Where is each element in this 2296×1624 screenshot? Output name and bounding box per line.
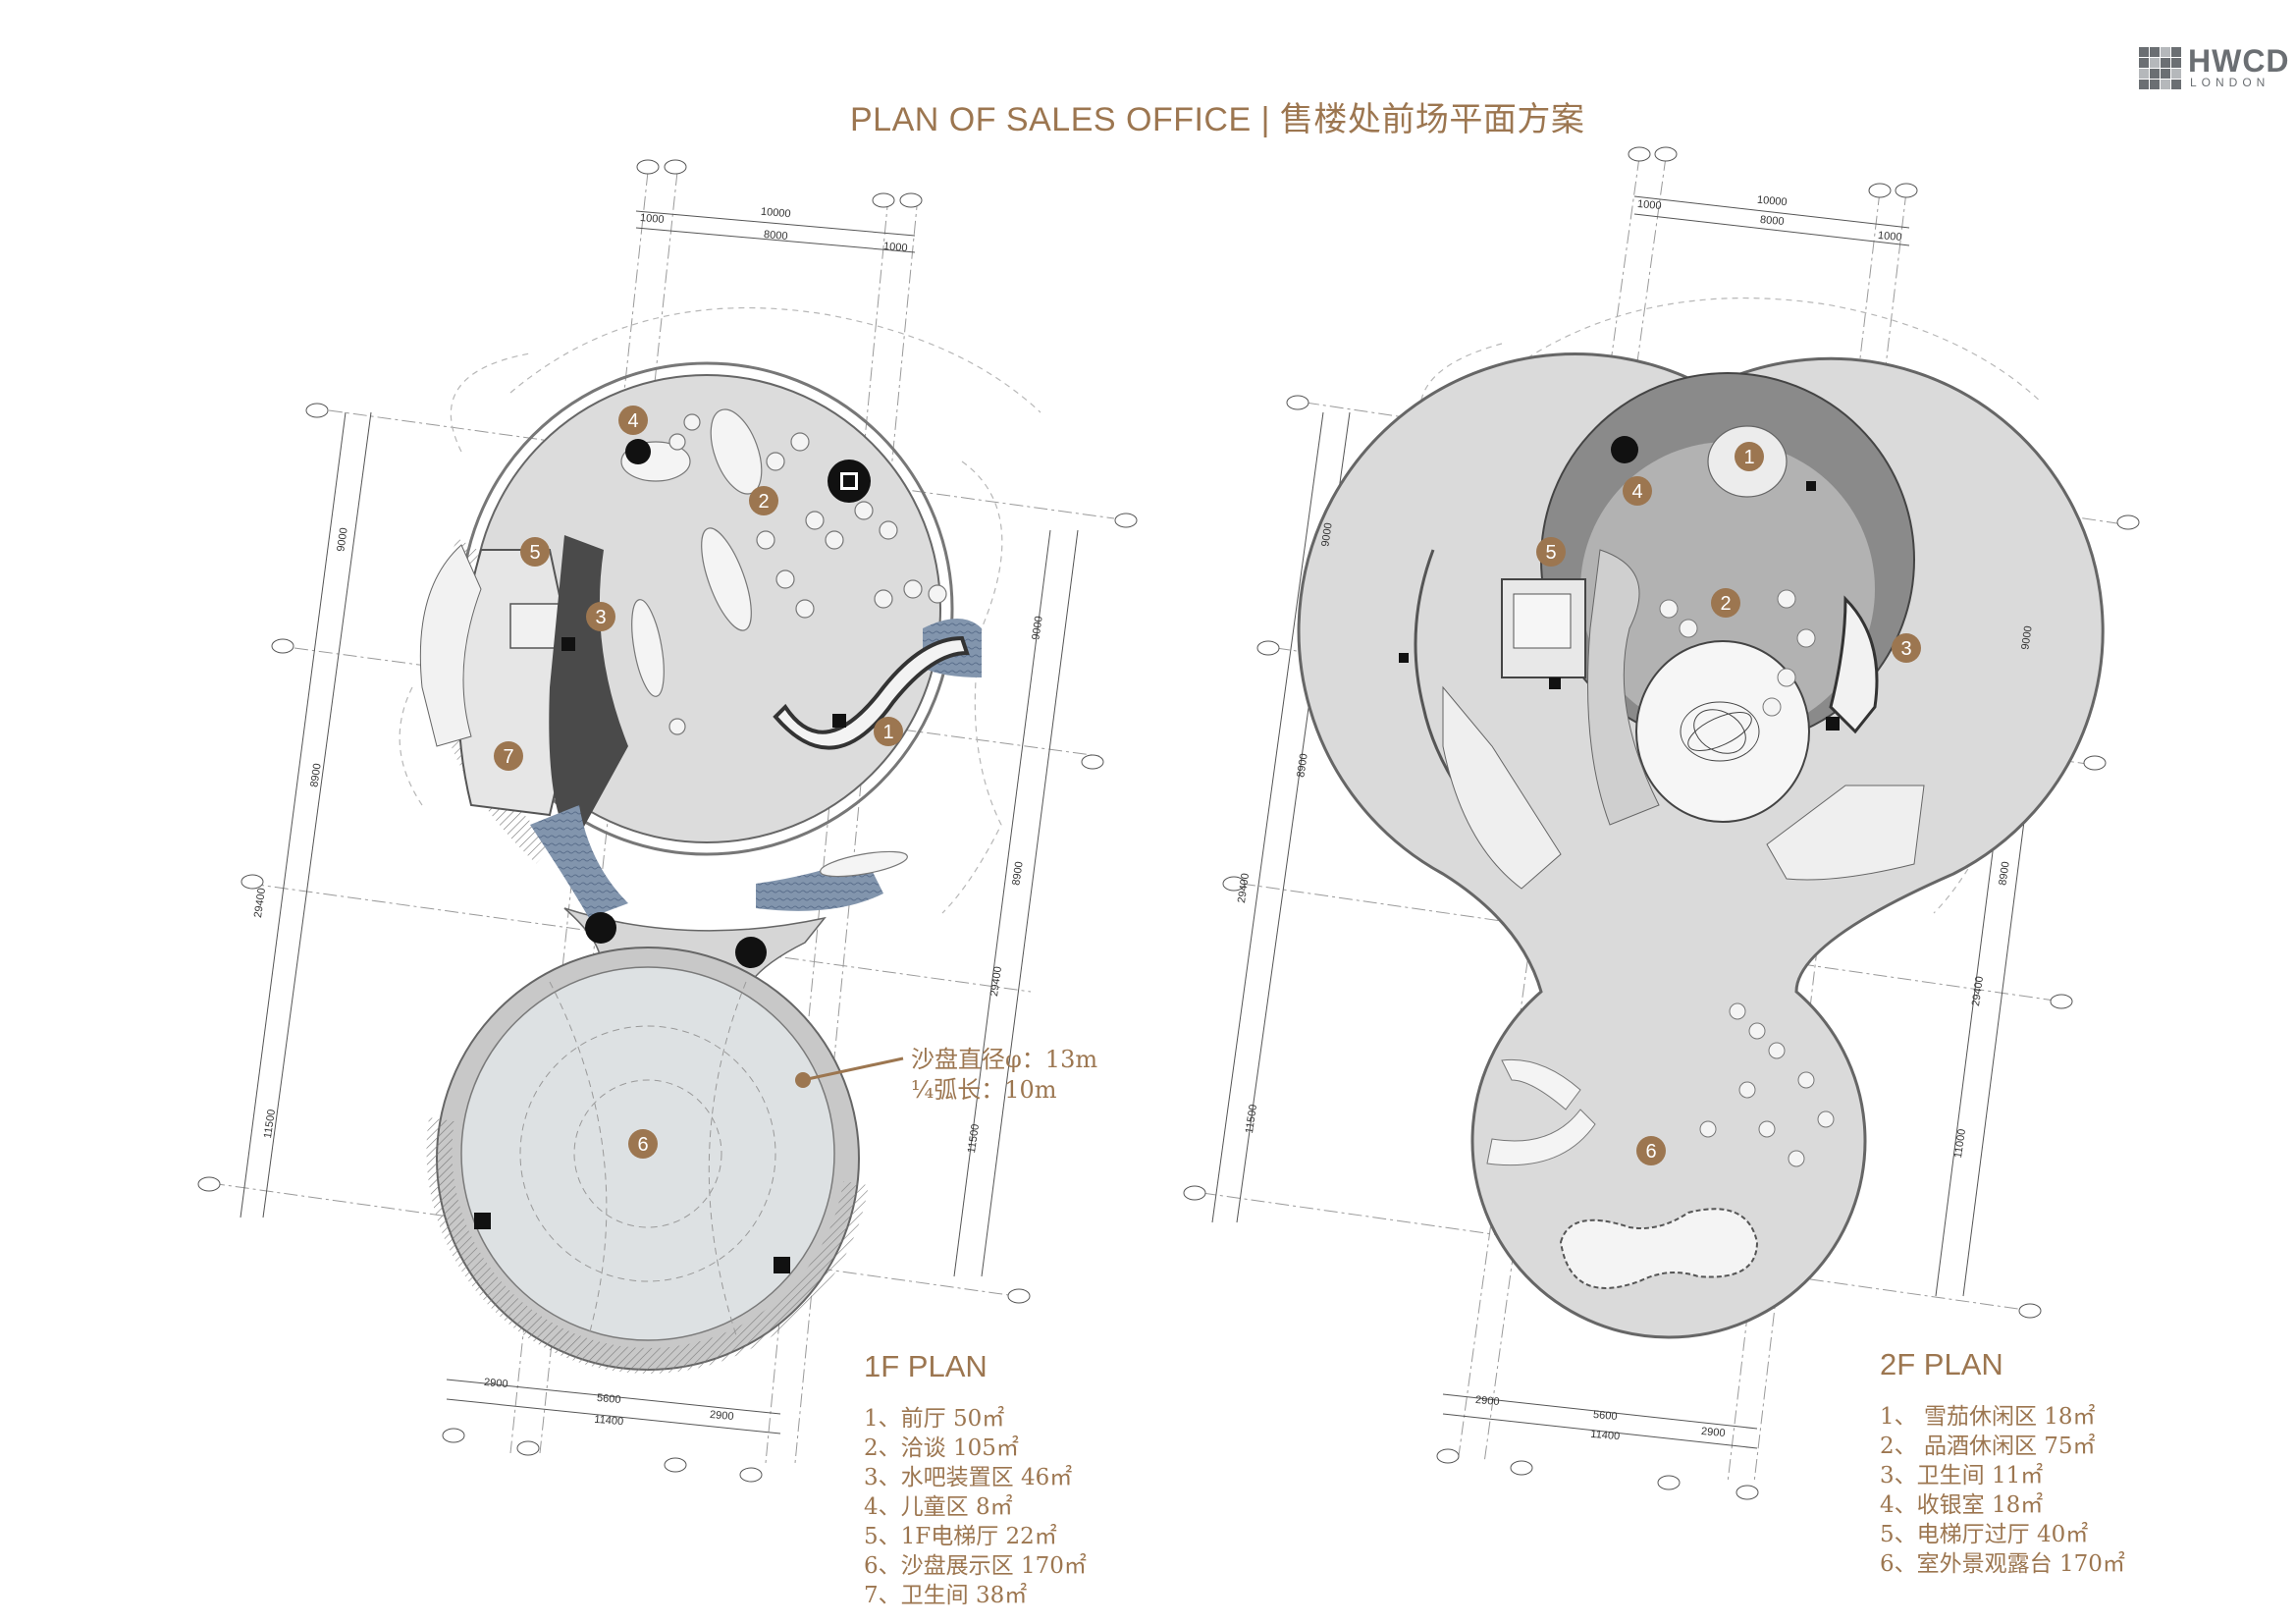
plan-2f-dimension-label: 1000 xyxy=(1637,198,1662,212)
plan-markers: 1 2 3 4 5 6 7 1 2 3 4 5 6 xyxy=(494,406,1921,1165)
plan-2f-dimension-label: 1000 xyxy=(1878,230,1902,244)
page-title: PLAN OF SALES OFFICE | 售楼处前场平面方案 xyxy=(850,101,1585,138)
plan-2f-marker-4: 4 xyxy=(1623,476,1652,506)
plan-1f-drawing xyxy=(197,159,1138,1483)
plan-2f-dimension-label: 8000 xyxy=(1760,214,1785,228)
legend-item: 7、卫生间 38㎡ xyxy=(864,1583,1028,1608)
plan-2f-dimension-label: 2900 xyxy=(1475,1394,1500,1408)
plan-2f-columns xyxy=(1399,436,1840,731)
svg-text:3: 3 xyxy=(595,607,606,628)
plan-1f-dimensions xyxy=(240,210,1079,1435)
plan-1f-dimension-label: 1000 xyxy=(883,241,908,254)
plan-1f-dimension-label: 9000 xyxy=(335,527,349,553)
plan-2f-dimension-label: 8900 xyxy=(1295,753,1309,779)
svg-text:2: 2 xyxy=(1720,593,1731,615)
plan-1f-marker-3: 3 xyxy=(586,602,615,631)
svg-text:6: 6 xyxy=(637,1134,648,1156)
plan-1f-marker-4: 4 xyxy=(618,406,648,435)
plan-1f-dimension-label: 8000 xyxy=(764,229,788,243)
plan-2f-dimension-label: 5600 xyxy=(1593,1409,1618,1423)
legend-item: 4、儿童区 8㎡ xyxy=(864,1494,1013,1520)
plan-2f-dimension-label: 11500 xyxy=(1244,1104,1259,1134)
sand-table-annotation: 沙盘直径φ：13m ¼弧长：10m xyxy=(911,1045,1097,1106)
plan-1f-marker-6: 6 xyxy=(628,1129,658,1159)
plan-2f-marker-1: 1 xyxy=(1735,442,1764,471)
plan-2f-dimension-label: 29400 xyxy=(1236,873,1252,904)
plan-1f-dimension-label: 10000 xyxy=(760,206,791,221)
plan-2f-furniture xyxy=(1486,589,1835,1167)
svg-text:1: 1 xyxy=(882,722,893,743)
plan-1f-dimension-label: 9000 xyxy=(1030,616,1044,641)
plan-2f-title: 2F PLAN xyxy=(1880,1347,2003,1381)
plan-1f-dimension-label: 29400 xyxy=(252,888,268,919)
sand-table-arc-length: ¼弧长：10m xyxy=(911,1076,1057,1104)
plan-2f-dimension-label: 9000 xyxy=(1319,522,1334,548)
plan-2f-marker-5: 5 xyxy=(1536,537,1566,567)
legend-item: 5、1F电梯厅 22㎡ xyxy=(864,1524,1057,1549)
plan-1f-sand-table xyxy=(519,981,776,1336)
plan-2f-dimension-label: 2900 xyxy=(1701,1426,1726,1439)
plan-1f-title: 1F PLAN xyxy=(864,1349,988,1383)
legend-item: 2、洽谈 105㎡ xyxy=(864,1435,1019,1461)
plan-1f-legend: 1、前厅 50㎡ 2、洽谈 105㎡ 3、水吧装置区 46㎡ 4、儿童区 8㎡ … xyxy=(864,1404,1087,1610)
brand-logo: HWCD LONDON xyxy=(2139,43,2289,92)
plan-1f-marker-1: 1 xyxy=(874,717,903,746)
plan-1f-furniture xyxy=(620,408,947,878)
plan-2f-dimension-label: 10000 xyxy=(1756,194,1788,209)
plan-2f-legend: 1、 雪茄休闲区 18㎡ 2、 品酒休闲区 75㎡ 3、卫生间 11㎡ 4、收银… xyxy=(1880,1402,2125,1579)
plan-1f-dimension-label: 2900 xyxy=(710,1409,734,1423)
plan-1f-marker-2: 2 xyxy=(749,486,778,515)
svg-text:7: 7 xyxy=(503,746,513,768)
svg-text:4: 4 xyxy=(627,410,638,432)
plan-1f-dimension-label: 11400 xyxy=(594,1414,624,1429)
plan-2f-marker-2: 2 xyxy=(1711,588,1740,618)
logo-grid-icon xyxy=(2139,47,2182,90)
plan-2f-dimension-label: 8900 xyxy=(1997,861,2011,887)
plan-1f-columns xyxy=(474,439,871,1273)
svg-text:6: 6 xyxy=(1645,1141,1656,1163)
plan-2f-dimension-label: 29400 xyxy=(1970,976,1986,1007)
plan-1f-landscape xyxy=(399,306,1041,914)
legend-item: 6、沙盘展示区 170㎡ xyxy=(864,1553,1087,1579)
plan-2f-drawing xyxy=(1183,146,2140,1500)
plan-2f-marker-6: 6 xyxy=(1636,1136,1666,1165)
plan-1f-dimension-label: 5600 xyxy=(597,1392,621,1406)
plan-2f-dimension-label: 9000 xyxy=(2019,625,2034,651)
sand-table-diameter: 沙盘直径φ：13m xyxy=(911,1046,1098,1073)
plan-1f-dimension-label: 1000 xyxy=(640,212,665,226)
plan-2f-chandelier xyxy=(1680,701,1760,762)
svg-text:5: 5 xyxy=(529,542,540,564)
svg-text:4: 4 xyxy=(1631,481,1642,503)
legend-item: 6、室外景观露台 170㎡ xyxy=(1880,1551,2125,1577)
plan-1f-dimension-label: 11500 xyxy=(966,1123,982,1154)
svg-text:3: 3 xyxy=(1900,638,1911,660)
legend-item: 1、前厅 50㎡ xyxy=(864,1406,1005,1432)
legend-item: 3、水吧装置区 46㎡ xyxy=(864,1465,1073,1490)
plan-2f-marker-3: 3 xyxy=(1892,633,1921,663)
plan-2f-dimension-label: 11400 xyxy=(1590,1429,1621,1443)
dimension-labels: 10000 8000 1000 1000 2900 5600 11400 2900 9000 89… xyxy=(252,194,2035,1443)
plan-1f-marker-7: 7 xyxy=(494,741,523,771)
svg-text:2: 2 xyxy=(758,491,769,513)
plan-2f-grid-bubbles xyxy=(1183,146,2140,1500)
plan-1f-grid-bubbles xyxy=(197,159,1138,1483)
plan-1f-dimension-label: 2900 xyxy=(484,1377,508,1390)
legend-item: 5、电梯厅过厅 40㎡ xyxy=(1880,1522,2089,1547)
plan-1f-dimension-label: 11500 xyxy=(262,1109,278,1139)
plan-1f-dimension-label: 8900 xyxy=(308,763,323,788)
legend-item: 1、 雪茄休闲区 18㎡ xyxy=(1880,1404,2096,1430)
plan-1f-marker-5: 5 xyxy=(520,537,550,567)
svg-text:1: 1 xyxy=(1743,447,1754,468)
svg-text:5: 5 xyxy=(1545,542,1556,564)
logo-sub: LONDON xyxy=(2190,76,2270,89)
logo-name: HWCD xyxy=(2188,43,2290,79)
legend-item: 4、收银室 18㎡ xyxy=(1880,1492,2044,1518)
plan-2f-dimension-label: 11000 xyxy=(1952,1128,1968,1159)
legend-item: 2、 品酒休闲区 75㎡ xyxy=(1880,1434,2096,1459)
plan-1f-dimension-label: 29400 xyxy=(988,966,1004,998)
legend-item: 3、卫生间 11㎡ xyxy=(1880,1463,2044,1489)
plan-1f-dimension-label: 8900 xyxy=(1010,861,1025,887)
